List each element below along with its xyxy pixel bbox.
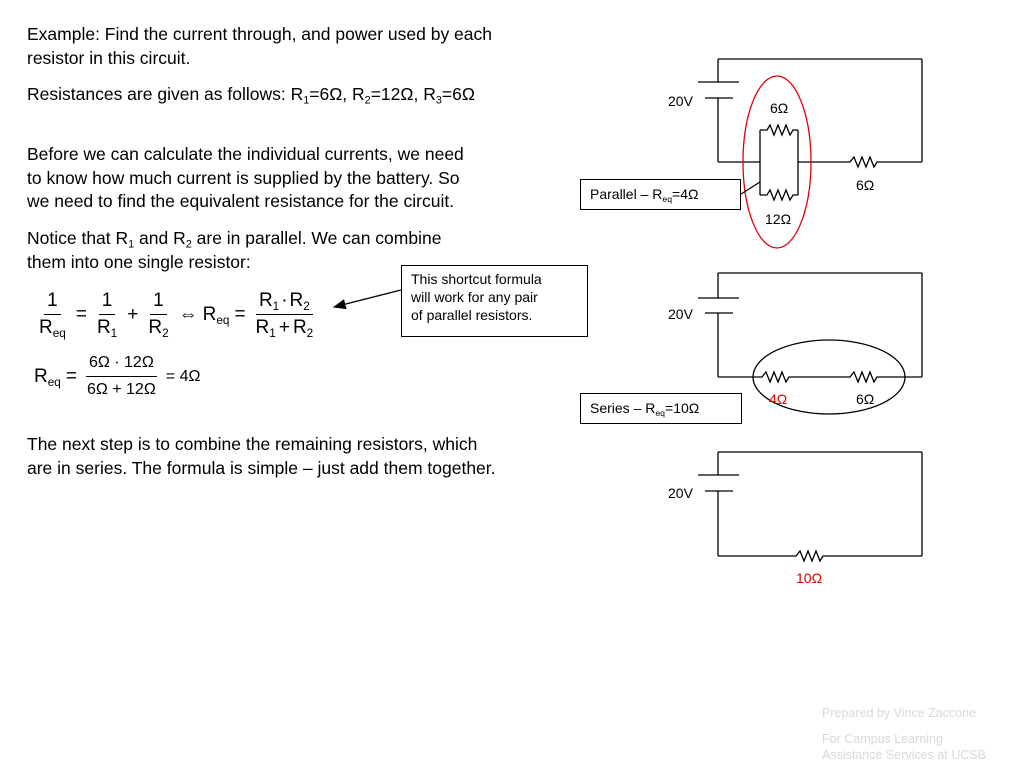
voltage-label-2: 20V [668,306,693,322]
req-parallel-label: 4Ω [769,391,788,407]
req-total-label: 10Ω [796,570,823,586]
r2-label: 12Ω [765,211,792,227]
circuit-2 [698,272,923,415]
parallel-highlight-ellipse [742,75,812,249]
next-step-text: The next step is to combine the remainin… [27,434,496,478]
circuit-3 [698,451,923,563]
parallel-req-box: Parallel – Req=4Ω [580,179,741,210]
series-req-box: Series – Req=10Ω [580,393,742,424]
voltage-label-1: 20V [668,93,693,109]
resistances-text: Resistances are given as follows: R1=6Ω,… [27,84,475,107]
resistor-r1 [760,123,798,137]
circuit-1 [698,58,923,249]
r3-label-2: 6Ω [856,391,875,407]
r3-label: 6Ω [856,177,875,193]
callout-box: This shortcut formula will work for any … [401,265,588,337]
example-text: Example: Find the current through, and p… [27,24,492,68]
notice-text: Notice that R1 and R2 are in parallel. W… [27,228,442,272]
resistor-req [718,549,922,563]
credit-organization: For Campus Learning Assistance Services … [822,732,986,762]
series-highlight-ellipse [752,339,906,415]
r1-label: 6Ω [770,100,789,116]
credit-author: Prepared by Vince Zaccone [822,706,977,720]
series-resistors [718,370,922,384]
voltage-label-3: 20V [668,485,693,501]
label-leader-line [740,181,761,195]
resistor-r2 [760,188,798,202]
resistor-r3 [798,155,922,169]
before-text: Before we can calculate the individual c… [27,144,464,211]
callout-arrow [332,289,402,310]
